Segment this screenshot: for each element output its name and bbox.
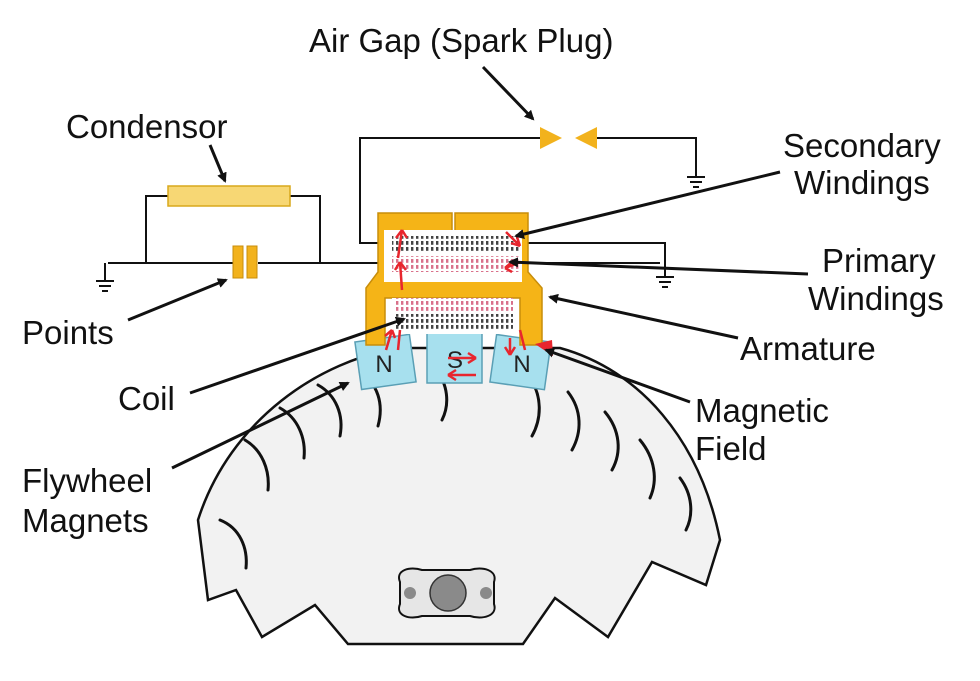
label-secondary-line1: Secondary: [783, 127, 941, 164]
label-secondary-line2: Windings: [794, 164, 930, 201]
pole-label-right: N: [513, 351, 530, 378]
leader-magnetic-field: [544, 348, 691, 404]
secondary-windings: [392, 236, 520, 252]
label-coil: Coil: [118, 380, 175, 417]
leader-secondary: [514, 170, 781, 239]
pole-label-left: N: [375, 351, 392, 378]
leader-points: [127, 278, 228, 322]
label-flywheel-line1: Flywheel: [22, 462, 152, 499]
label-primary-line1: Primary: [822, 242, 936, 279]
condensor: [167, 185, 291, 207]
flywheel-fins: [218, 366, 693, 570]
label-flywheel-line2: Magnets: [22, 502, 149, 539]
label-magnetic-line1: Magnetic: [695, 392, 829, 429]
spark-plug-gap: [540, 127, 597, 149]
points: [232, 245, 258, 279]
primary-windings: [392, 256, 520, 272]
label-points: Points: [22, 314, 114, 351]
leader-flywheel-magnets: [171, 381, 350, 470]
ground-symbols: [96, 176, 705, 292]
leader-primary: [508, 257, 809, 276]
leader-air-gap: [481, 65, 535, 121]
flywheel: [196, 346, 722, 646]
flywheel-hub: [398, 567, 496, 619]
coil-secondary-lower: [395, 314, 513, 330]
label-magnetic-line2: Field: [695, 430, 767, 467]
labels: Air Gap (Spark Plug) Condensor Secondary…: [22, 22, 944, 539]
pole-label-center: S: [447, 347, 463, 374]
leader-arrows: [127, 65, 809, 470]
label-air-gap: Air Gap (Spark Plug): [309, 22, 613, 59]
leader-coil: [189, 316, 406, 395]
coil-primary-lower: [395, 298, 513, 312]
label-primary-line2: Windings: [808, 280, 944, 317]
label-condensor: Condensor: [66, 108, 227, 145]
flywheel-body: [196, 346, 722, 646]
label-armature: Armature: [740, 330, 876, 367]
leader-armature: [548, 293, 739, 340]
leader-condensor: [208, 144, 227, 183]
